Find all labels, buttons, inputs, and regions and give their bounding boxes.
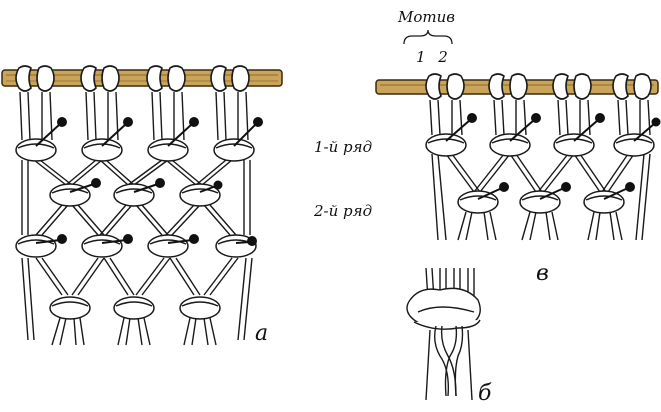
motif-numbers: 1 2 [416,48,452,66]
figure-label-v: в [536,261,549,286]
figure-label-b: б [478,381,492,406]
cords-v [429,99,651,241]
knots-row2-v [457,190,625,214]
figure-v: Мотив 1 2 [375,8,661,286]
cords-a [19,91,253,346]
pins-a [35,117,263,246]
knots-row1-a [15,138,255,162]
row-label-1: 1-й ряд [314,138,372,156]
figure-b [406,267,481,401]
knots-row1-v [425,133,655,157]
motif-brace [403,29,453,45]
knots-row4-a [49,296,221,320]
figure-a: а [1,65,283,346]
mount-knots-a [15,65,250,92]
row-label-2: 2-й ряд [313,202,372,220]
figure-label-a: а [255,321,268,346]
motif-title: Мотив [397,8,455,26]
pins-v [445,113,661,200]
knots-row3-a [15,234,257,258]
knots-row2-a [49,183,221,207]
mount-knots-v [425,73,652,100]
